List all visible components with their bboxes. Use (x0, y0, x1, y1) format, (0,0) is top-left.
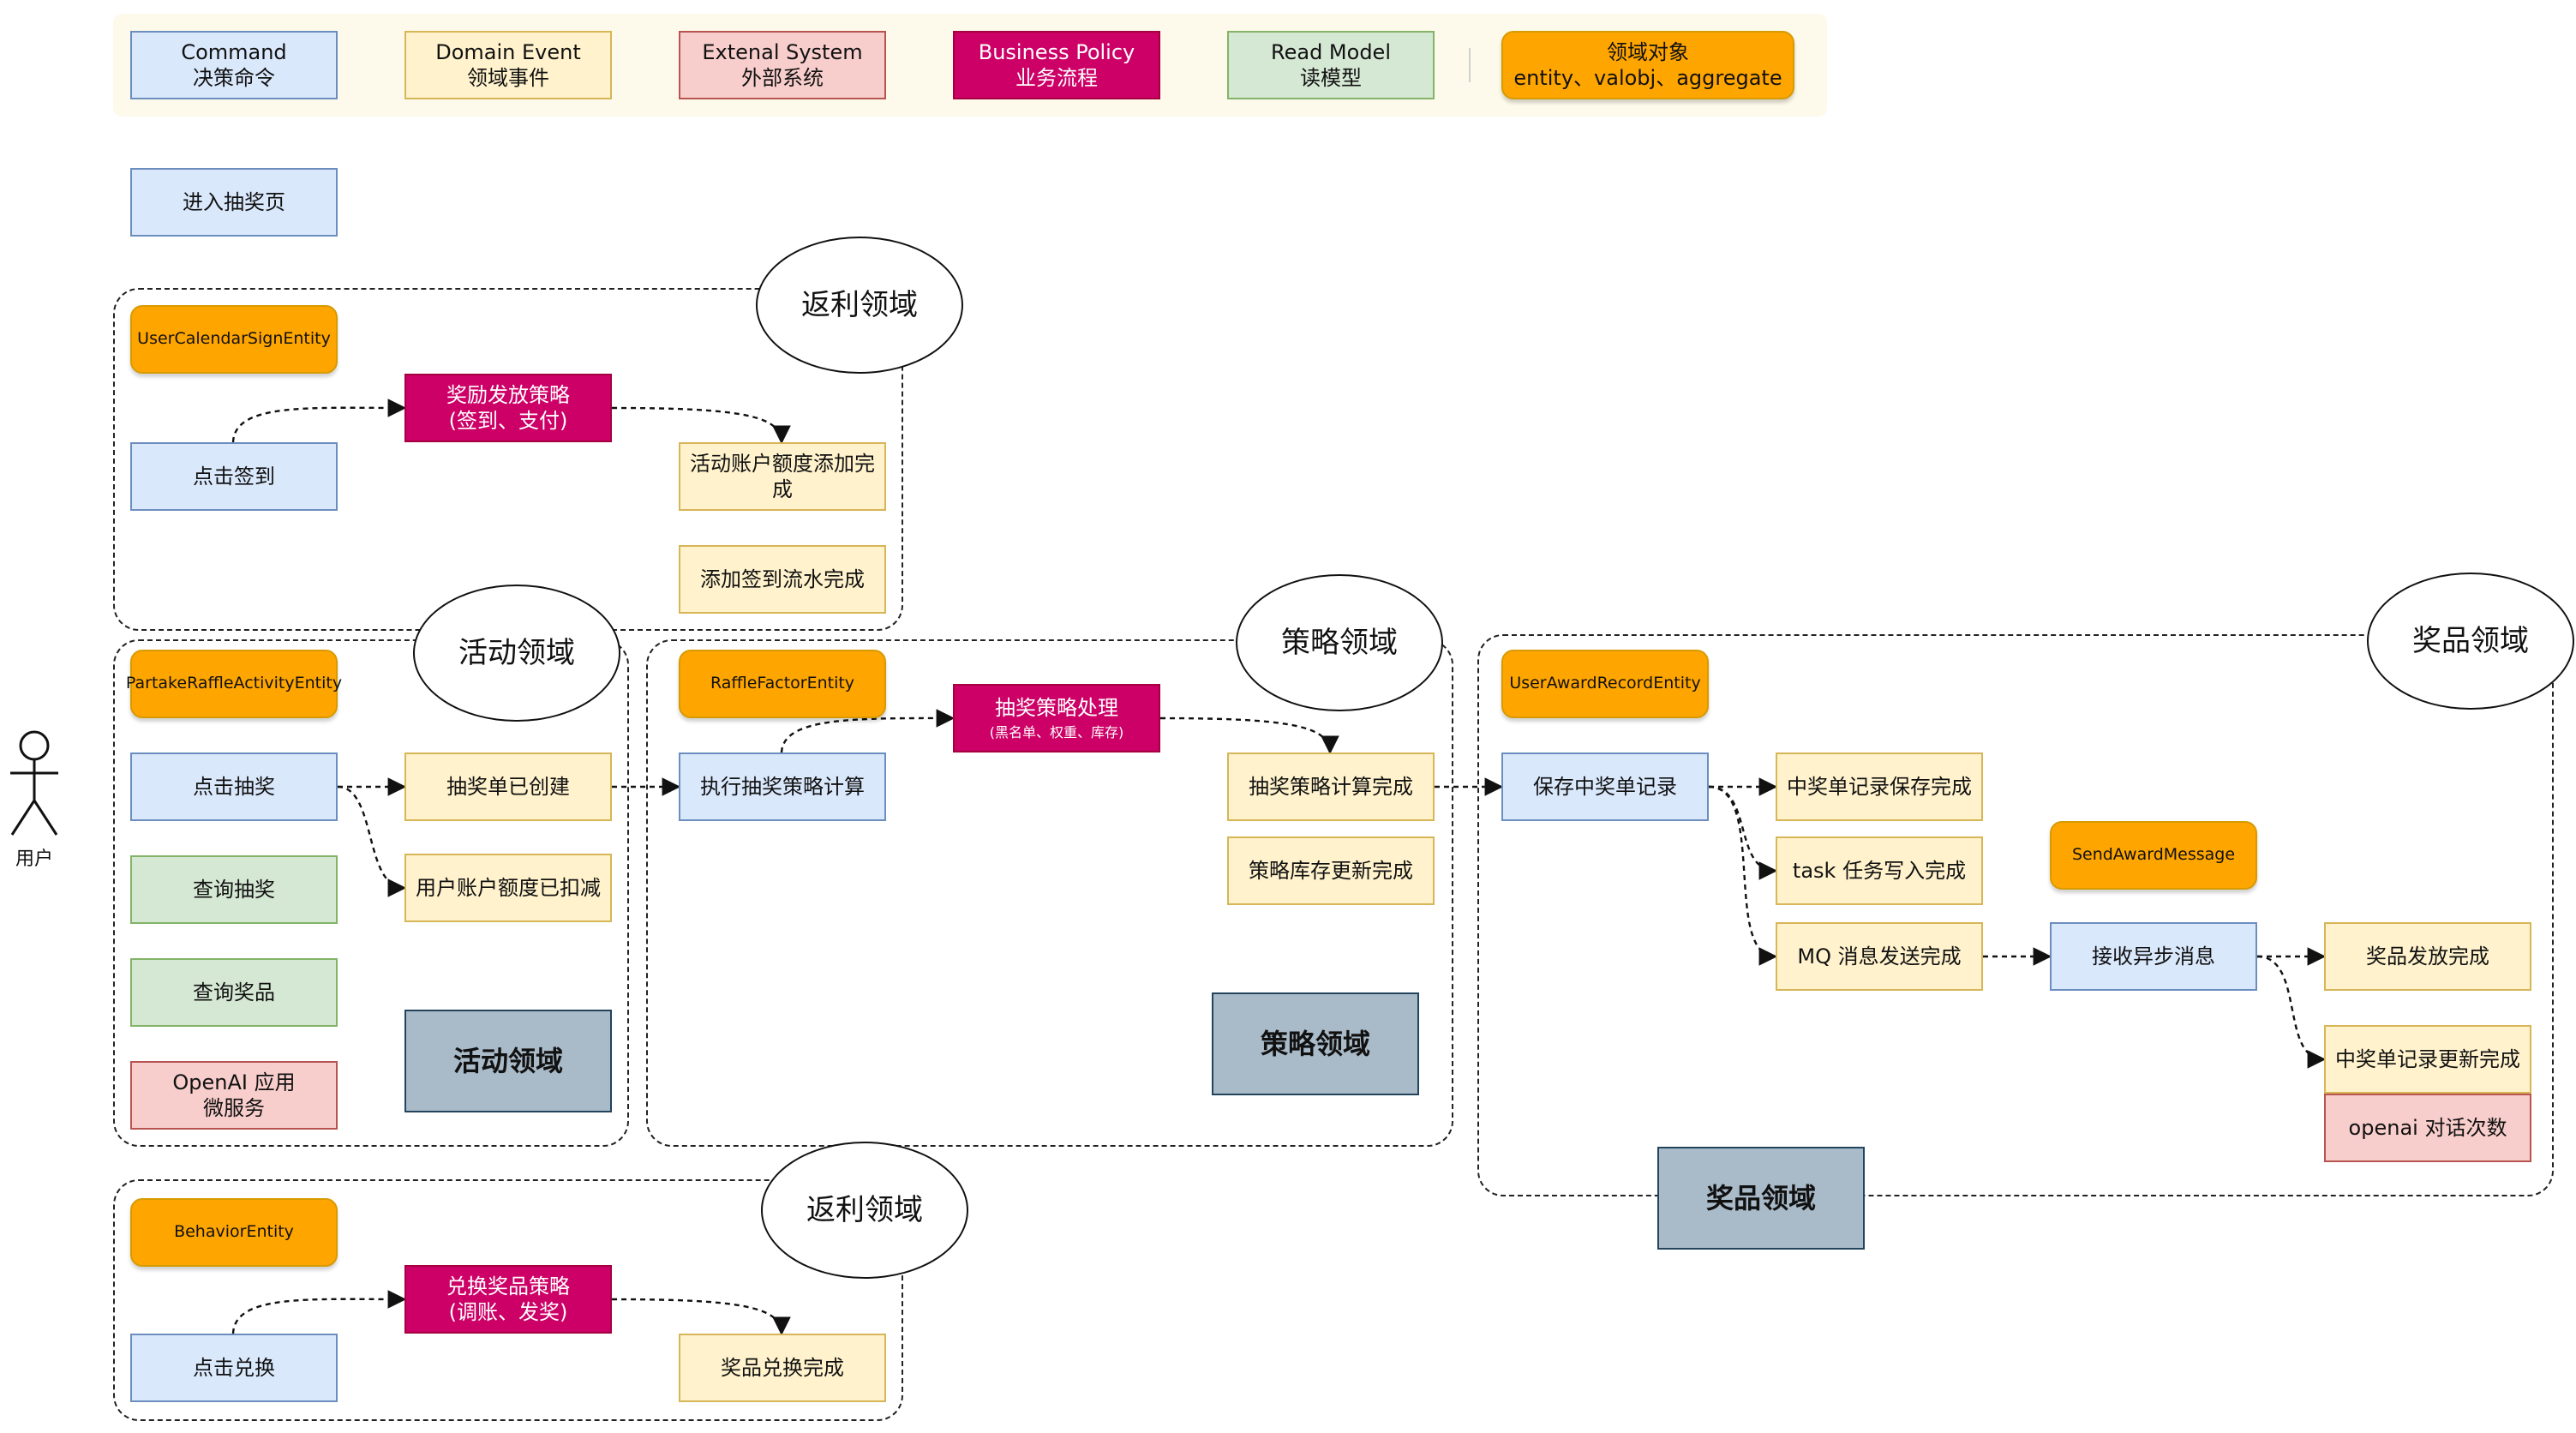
user-actor-icon (10, 730, 58, 836)
execute-strategy-calc-command: 执行抽奖策略计算 (679, 752, 886, 821)
strategy-stock-updated-event: 策略库存更新完成 (1227, 836, 1435, 905)
arrow-reward-policy-to-quota-added (611, 406, 791, 445)
arrow-exchange-to-exchange-policy (231, 1290, 407, 1334)
raffle-strategy-policy-sub: (黑名单、权重、库存) (989, 724, 1124, 740)
award-exchange-done-event: 奖品兑换完成 (679, 1334, 886, 1402)
exchange-award-policy: 兑换奖品策略 (调账、发奖) (404, 1265, 612, 1334)
click-exchange-command: 点击兑换 (130, 1334, 338, 1402)
save-award-record-command: 保存中奖单记录 (1501, 752, 1709, 821)
award-domain-title: 奖品领域 (2367, 573, 2574, 710)
raffle-strategy-policy-label: 抽奖策略处理 (995, 696, 1118, 720)
activity-quota-added-event: 活动账户额度添加完成 (679, 442, 886, 511)
openai-conversation-count-external: openai 对话次数 (2324, 1094, 2531, 1162)
arrow-policy-to-calc-done (1159, 716, 1339, 755)
user-calendar-sign-entity: UserCalendarSignEntity (130, 305, 338, 374)
raffle-factor-entity: RaffleFactorEntity (679, 650, 886, 718)
strategy-domain-title: 策略领域 (1236, 574, 1443, 711)
arrow-receive-to-record-updated (2256, 955, 2327, 1069)
task-written-event: task 任务写入完成 (1776, 836, 1983, 905)
legend-command: Command 决策命令 (130, 31, 338, 99)
query-award-read-model: 查询奖品 (130, 958, 338, 1027)
rebate-exchange-domain-title: 返利领域 (761, 1142, 968, 1279)
activity-region (113, 639, 629, 1147)
legend-read-model: Read Model 读模型 (1227, 31, 1435, 99)
award-record-saved-event: 中奖单记录保存完成 (1776, 752, 1983, 821)
legend-business-policy: Business Policy 业务流程 (953, 31, 1160, 99)
rebate-exchange-region (113, 1179, 903, 1421)
query-raffle-read-model: 查询抽奖 (130, 855, 338, 924)
user-actor-label: 用户 (15, 848, 53, 871)
partake-raffle-activity-entity: PartakeRaffleActivityEntity (126, 650, 342, 718)
legend-domain-event: Domain Event 领域事件 (404, 31, 612, 99)
strategy-region (646, 639, 1453, 1147)
arrow-raffle-to-quota-deducted (337, 785, 407, 897)
strategy-calc-done-event: 抽奖策略计算完成 (1227, 752, 1435, 821)
arrow-strategy-calc-to-policy (780, 709, 956, 753)
user-award-record-entity: UserAwardRecordEntity (1501, 650, 1709, 718)
reward-distribution-policy: 奖励发放策略 (签到、支付) (404, 374, 612, 442)
mq-message-sent-event: MQ 消息发送完成 (1776, 922, 1983, 991)
user-quota-deducted-event: 用户账户额度已扣减 (404, 854, 612, 922)
send-award-message-entity: SendAwardMessage (2050, 821, 2257, 890)
legend-external-system: Extenal System 外部系统 (679, 31, 886, 99)
strategy-aggregate: 策略领域 (1212, 992, 1419, 1095)
award-record-updated-event: 中奖单记录更新完成 (2324, 1025, 2531, 1094)
legend-domain-object: 领域对象 entity、valobj、aggregate (1501, 31, 1794, 99)
openai-microservice-external: OpenAI 应用 微服务 (130, 1061, 338, 1130)
click-sign-command: 点击签到 (130, 442, 338, 511)
award-sent-event: 奖品发放完成 (2324, 922, 2531, 991)
sign-flow-added-event: 添加签到流水完成 (679, 545, 886, 614)
activity-aggregate: 活动领域 (404, 1010, 612, 1112)
award-region (1477, 634, 2554, 1196)
click-raffle-command: 点击抽奖 (130, 752, 338, 821)
receive-async-message-command: 接收异步消息 (2050, 922, 2257, 991)
raffle-order-created-event: 抽奖单已创建 (404, 752, 612, 821)
raffle-strategy-policy: 抽奖策略处理 (黑名单、权重、库存) (953, 684, 1160, 752)
enter-raffle-page-command: 进入抽奖页 (130, 168, 338, 237)
rebate-sign-domain-title: 返利领域 (756, 237, 963, 374)
arrow-save-record-to-mq-sent (1708, 785, 1778, 966)
arrow-exchange-policy-to-exchange-done (611, 1298, 791, 1336)
legend-separator (1469, 48, 1471, 82)
arrow-sign-to-reward-policy (231, 399, 407, 443)
award-aggregate: 奖品领域 (1657, 1147, 1865, 1250)
behavior-entity: BehaviorEntity (130, 1198, 338, 1267)
activity-domain-title: 活动领域 (413, 585, 620, 722)
